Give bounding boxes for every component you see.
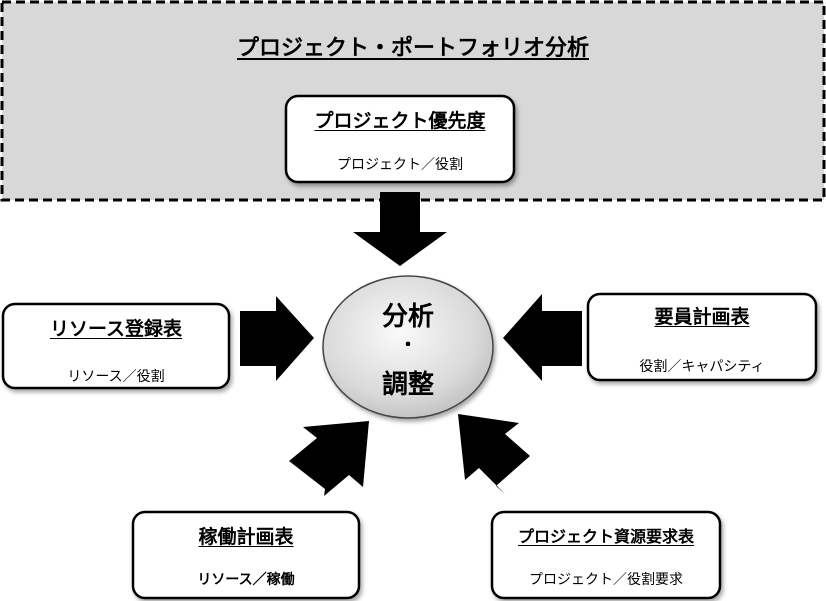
arrow-down-from-priority <box>353 192 447 266</box>
resource-register-subtitle: リソース／役割 <box>67 369 165 385</box>
arrow-right-from-resource-register <box>240 296 314 381</box>
hub-label-separator: ・ <box>399 335 417 356</box>
resource-requirements-box <box>490 510 722 600</box>
priority-title: プロジェクト優先度 <box>314 110 486 132</box>
utilization-plan-box <box>131 510 361 600</box>
portfolio-title: プロジェクト・ポートフォリオ分析 <box>236 36 589 61</box>
analysis-hub <box>322 275 494 419</box>
arrow-up-right-from-utilization-plan <box>289 421 369 496</box>
utilization-plan-subtitle: リソース／稼働 <box>197 572 295 588</box>
resource-register-box <box>1 302 231 390</box>
priority-box <box>284 94 516 184</box>
staffing-plan-title: 要員計画表 <box>654 306 750 328</box>
arrow-up-left-from-resource-requirements <box>458 414 530 494</box>
hub-label-analysis: 分析 <box>381 302 434 332</box>
staffing-plan-box <box>586 292 818 382</box>
staffing-plan-subtitle: 役割／キャパシティ <box>639 359 765 375</box>
resource-requirements-subtitle: プロジェクト／役割要求 <box>529 572 683 588</box>
arrow-left-from-staffing-plan <box>503 294 582 381</box>
resource-requirements-title: プロジェクト資源要求表 <box>517 527 694 546</box>
priority-subtitle: プロジェクト／役割 <box>337 157 463 173</box>
utilization-plan-title: 稼働計画表 <box>198 526 294 548</box>
resource-register-title: リソース登録表 <box>49 318 183 340</box>
hub-label-adjustment: 調整 <box>381 370 434 400</box>
